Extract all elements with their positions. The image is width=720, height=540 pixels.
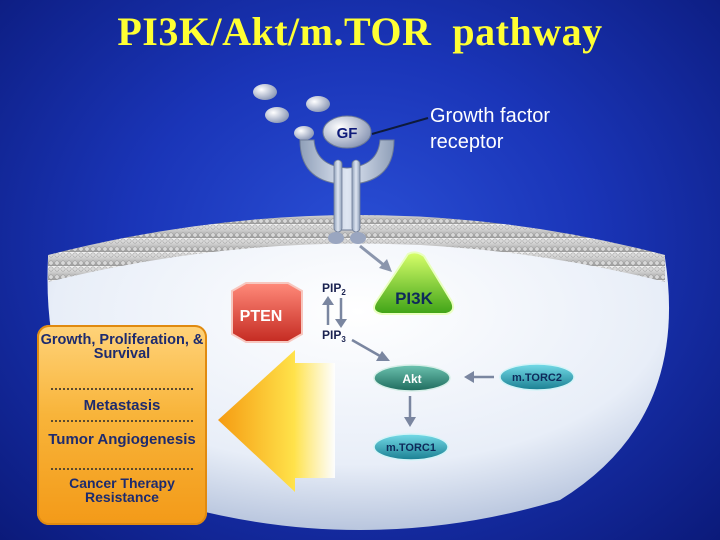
receptor-pointer-line — [371, 117, 429, 135]
pi3k-node — [373, 251, 455, 315]
outcome-resistance: Cancer Therapy Resistance — [69, 475, 175, 505]
mtorc2-label: m.TORC2 — [512, 372, 562, 384]
mtorc1-node — [373, 433, 449, 461]
outcome-arrow — [218, 350, 335, 492]
arrow-receptor-to-pi3k — [359, 244, 386, 268]
pip2-label: PIP2 — [322, 281, 346, 297]
cell-membrane — [48, 215, 665, 282]
mtorc1-label: m.TORC1 — [386, 442, 436, 454]
growth-factor-ligand — [294, 126, 314, 140]
divider — [51, 388, 193, 390]
pten-label: PTEN — [240, 308, 283, 325]
growth-factor-ligand — [306, 96, 330, 112]
arrow-pip3-to-akt — [351, 338, 381, 358]
slide-title: PI3K/Akt/m.TOR pathway — [117, 9, 603, 54]
divider — [51, 468, 193, 470]
pip3-label: PIP3 — [322, 328, 346, 344]
outcomes-panel: Growth, Proliferation, & Survival Metast… — [37, 325, 207, 525]
growth-factor-ligand — [265, 107, 289, 123]
outcome-metastasis: Metastasis — [83, 397, 161, 414]
outcome-angiogenesis: Tumor Angiogenesis — [48, 431, 196, 448]
pten-node — [231, 282, 303, 343]
gf-label: GF — [337, 125, 358, 142]
growth-factor-receptor — [299, 115, 395, 244]
divider — [51, 420, 193, 422]
growth-factor-ligand — [253, 84, 277, 100]
akt-node — [373, 364, 451, 392]
pi3k-label: PI3K — [395, 289, 434, 308]
outcome-growth: Growth, Proliferation, & Survival — [40, 332, 204, 362]
mtorc2-node — [499, 363, 575, 391]
receptor-label: Growth factor receptor — [430, 105, 551, 153]
akt-label: Akt — [402, 372, 421, 386]
